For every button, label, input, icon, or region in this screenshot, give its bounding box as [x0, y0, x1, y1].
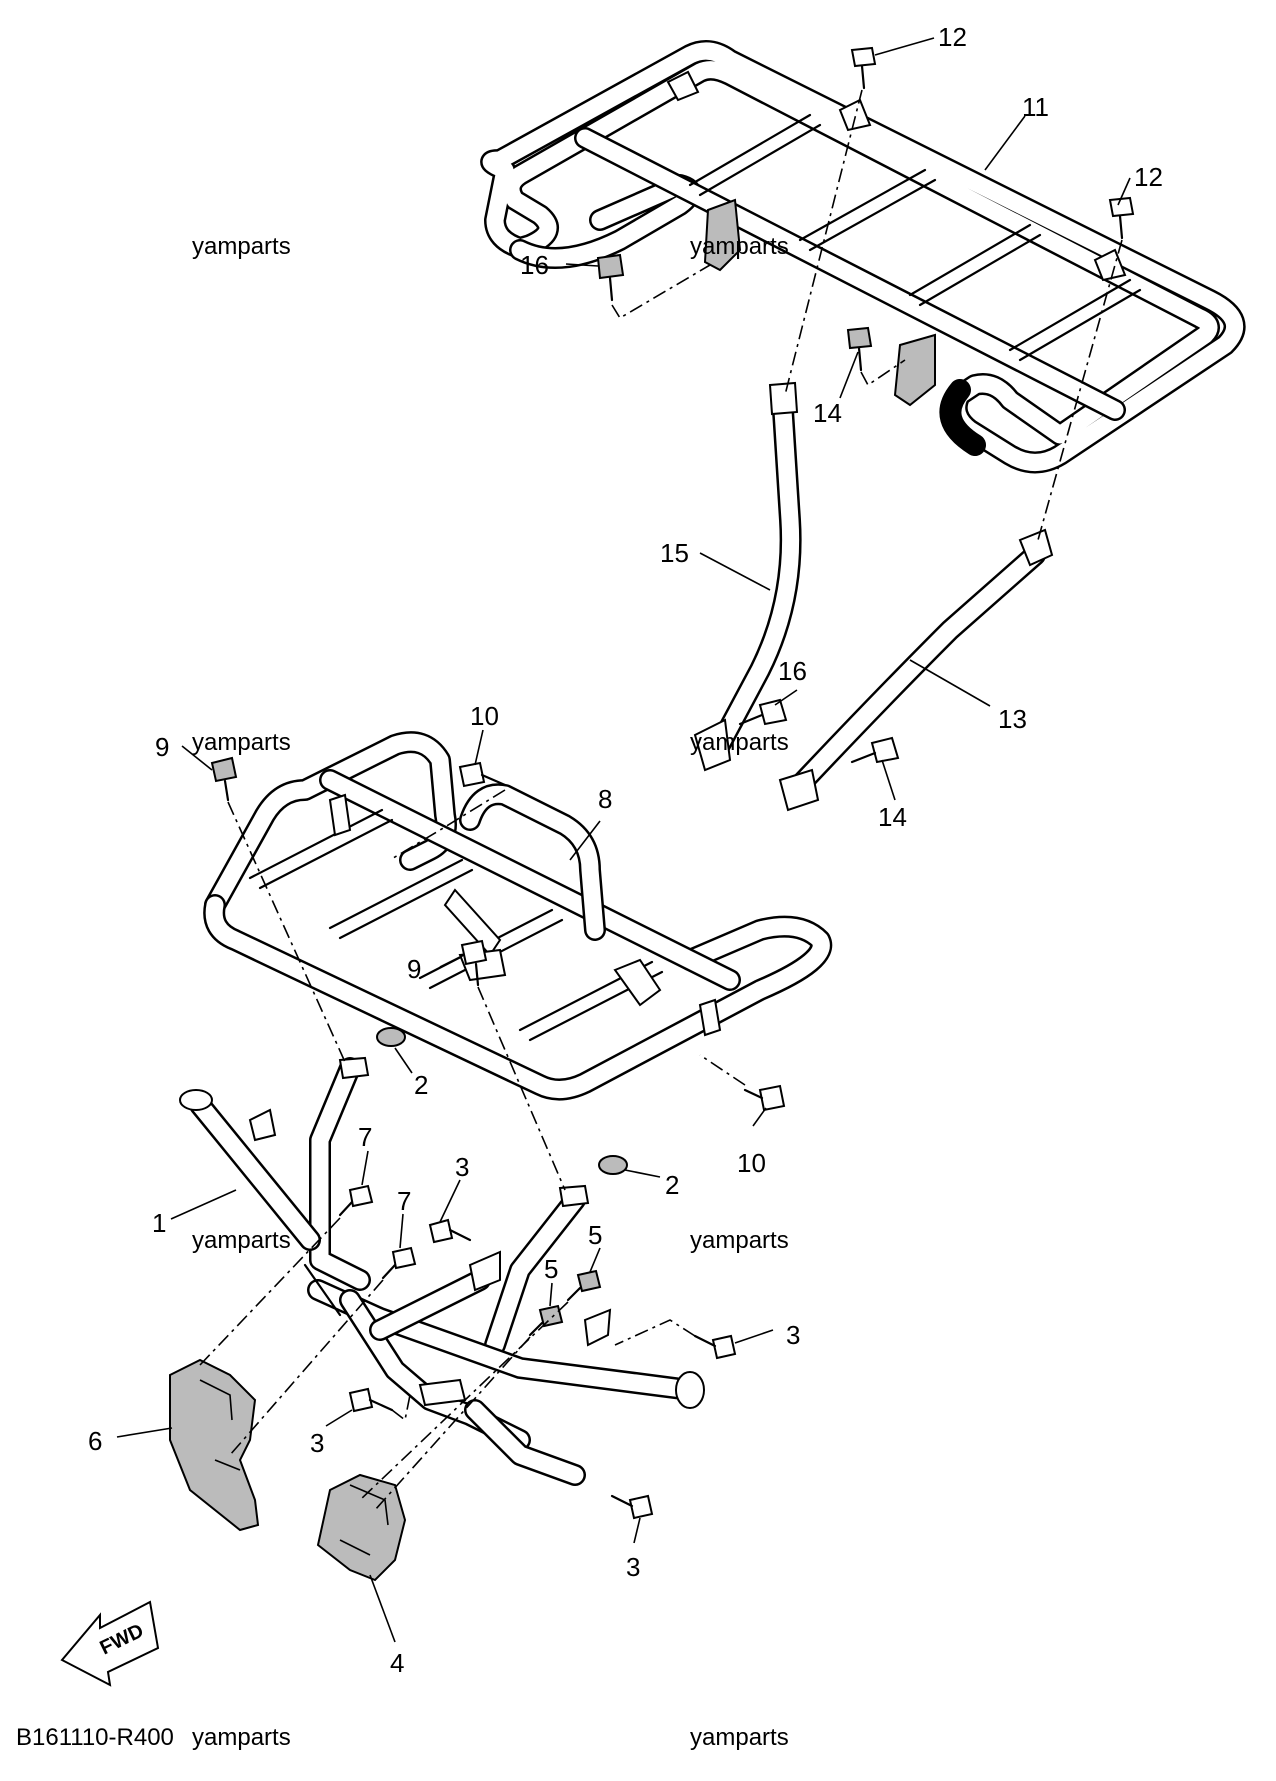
callout-6: 6 [88, 1426, 102, 1456]
callout-16-top: 16 [520, 250, 549, 280]
callout-1: 1 [152, 1208, 166, 1238]
protector-4 [316, 1473, 407, 1582]
fwd-arrow: FWD [60, 1600, 160, 1687]
callout-10-top: 10 [470, 701, 499, 731]
front-carrier [203, 731, 833, 1101]
leader-lines [116, 37, 1131, 1643]
callout-2-right: 2 [665, 1170, 679, 1200]
rear-carrier [480, 40, 1246, 474]
watermark-7: yamparts [192, 1724, 291, 1751]
callout-10-bottom: 10 [737, 1148, 766, 1178]
bolt-14-bottom [850, 736, 900, 764]
callout-3-bottom: 3 [626, 1552, 640, 1582]
rear-carrier-stay-15 [693, 381, 802, 772]
callout-3-left: 3 [310, 1428, 324, 1458]
bolt-3-upper [428, 1218, 472, 1244]
bolt-16-top [596, 253, 625, 302]
rear-alignment-lines [611, 89, 1123, 541]
watermark-6: yamparts [690, 1227, 789, 1254]
bolt-12-right [1108, 196, 1135, 240]
bolt-9-center [460, 939, 488, 987]
callout-numbers: 12 11 12 16 14 15 16 13 14 9 10 8 9 2 10… [88, 22, 1163, 1678]
watermark-1: yamparts [192, 233, 291, 260]
callout-9-left: 9 [155, 732, 169, 762]
callout-11: 11 [1022, 92, 1049, 122]
bolt-3-left [348, 1387, 394, 1413]
watermark-4: yamparts [690, 729, 789, 756]
bolt-7-lower [381, 1246, 417, 1280]
watermark-2: yamparts [690, 233, 789, 260]
callout-3-upper: 3 [455, 1152, 469, 1182]
callout-13: 13 [998, 704, 1027, 734]
protector-6 [169, 1358, 260, 1532]
watermark-3: yamparts [192, 729, 291, 756]
callout-4: 4 [390, 1648, 404, 1678]
callout-16-bottom: 16 [778, 656, 807, 686]
callout-12-right: 12 [1134, 162, 1163, 192]
callout-5-upper: 5 [588, 1220, 602, 1250]
callout-7-upper: 7 [358, 1122, 372, 1152]
callout-7-lower: 7 [397, 1186, 411, 1216]
watermark-8: yamparts [690, 1724, 789, 1751]
callout-9-center: 9 [407, 954, 421, 984]
callout-12-top: 12 [938, 22, 967, 52]
watermark-5: yamparts [192, 1227, 291, 1254]
diagram-code: B161110-R400 [16, 1724, 174, 1751]
bolt-5-lower [528, 1304, 564, 1337]
bolt-16-bottom [738, 698, 788, 726]
callout-14-bottom: 14 [878, 802, 907, 832]
callout-3-right: 3 [786, 1320, 800, 1350]
bolt-3-bottom [610, 1494, 654, 1520]
bolt-10-bottom [743, 1084, 786, 1112]
bolt-12-top [850, 46, 877, 90]
callout-15: 15 [660, 538, 689, 568]
bolt-10-top [458, 761, 507, 788]
cushion-2-left [338, 1027, 406, 1080]
callout-5-lower: 5 [544, 1254, 558, 1284]
cushion-2-right [558, 1155, 628, 1208]
watermarks: yamparts yamparts yamparts yamparts yamp… [192, 233, 789, 1751]
bolt-5-upper [566, 1269, 602, 1302]
front-guard [179, 1057, 705, 1486]
bolt-9-left [210, 756, 238, 802]
rear-carrier-stay-13 [778, 528, 1054, 812]
bolt-14-top [846, 326, 873, 372]
callout-2-left: 2 [414, 1070, 428, 1100]
front-alignment-lines [199, 789, 746, 1511]
bolt-7-upper [338, 1184, 374, 1217]
callout-8: 8 [598, 784, 612, 814]
bolt-3-right [693, 1334, 737, 1360]
callout-14-top: 14 [813, 398, 842, 428]
